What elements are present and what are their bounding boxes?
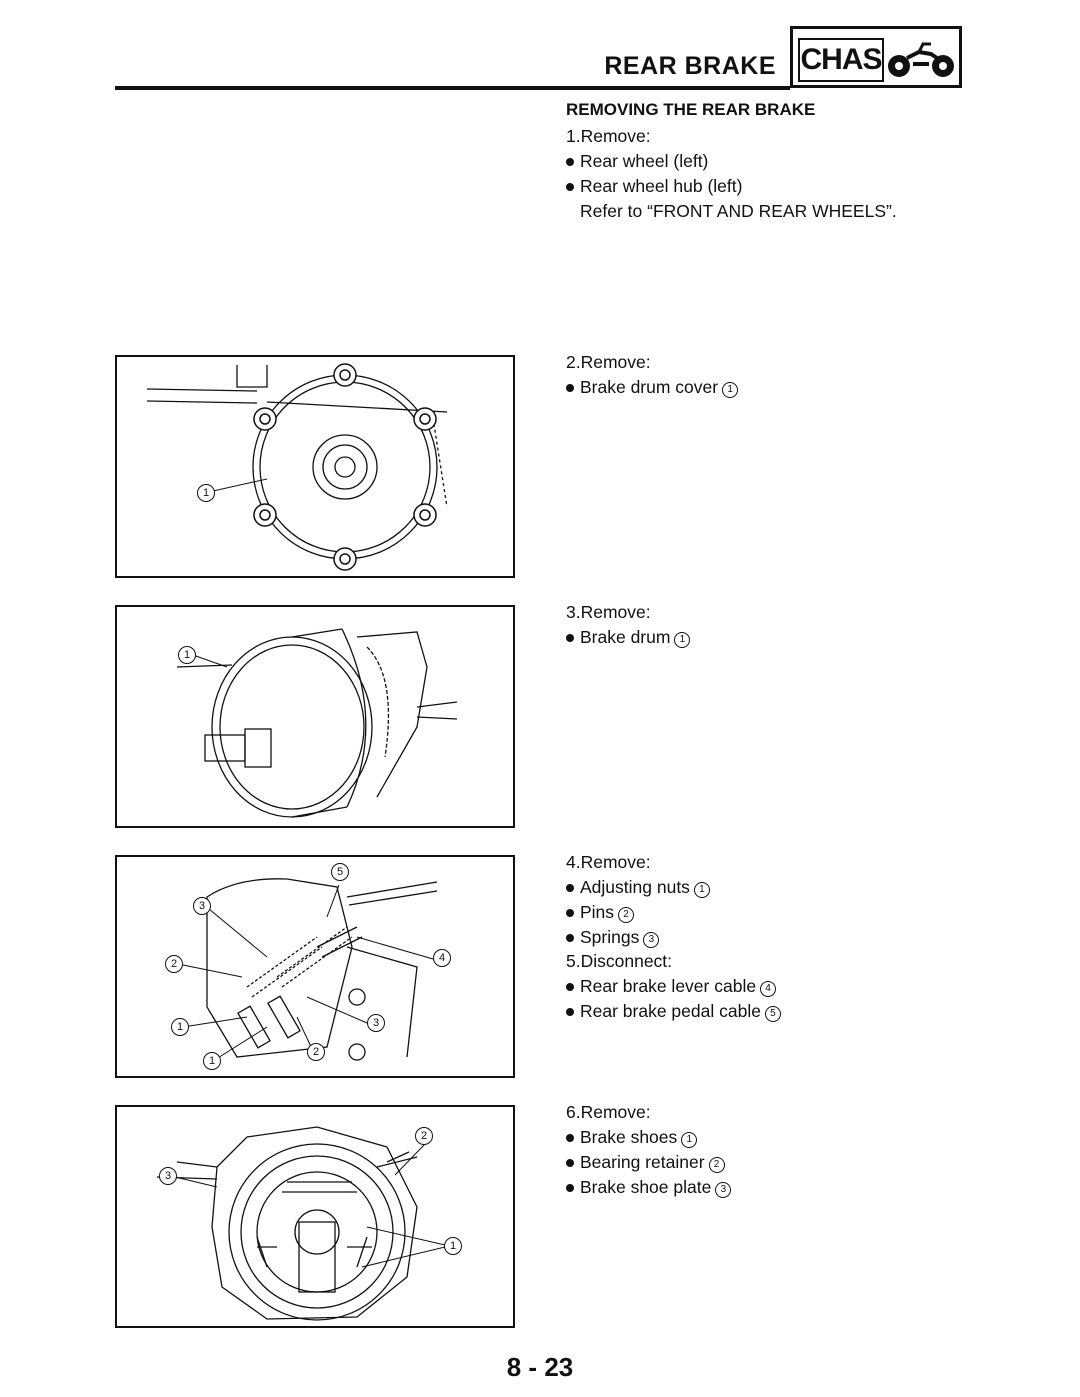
figure-brake-shoes: 2 3 1 xyxy=(115,1105,515,1328)
callout-5: 5 xyxy=(331,863,349,881)
callout-1: 1 xyxy=(444,1237,462,1255)
callout-1: 1 xyxy=(178,646,196,664)
brake-shoes-illustration xyxy=(156,1126,446,1321)
callout-3: 3 xyxy=(367,1014,385,1032)
step-1-item-2: Rear wheel hub (left) xyxy=(566,176,742,197)
callout-1: 1 xyxy=(197,484,215,502)
chas-badge-label: CHAS xyxy=(798,38,884,82)
atv-icon xyxy=(888,42,954,77)
callout-2: 2 xyxy=(415,1127,433,1145)
step-5-label: 5.Disconnect: xyxy=(566,951,673,971)
callout-2: 2 xyxy=(165,955,183,973)
step-1-label: 1.Remove: xyxy=(566,126,651,146)
brake-cables-illustration xyxy=(182,878,438,1062)
brake-drum-cover-illustration xyxy=(146,363,448,571)
section-title: REMOVING THE REAR BRAKE xyxy=(566,100,816,119)
step-6-label: 6.Remove: xyxy=(566,1102,651,1122)
callout-3: 3 xyxy=(193,897,211,915)
header-rule xyxy=(115,86,790,90)
callout-3: 3 xyxy=(159,1167,177,1185)
callout-2: 2 xyxy=(307,1043,325,1061)
callout-4: 4 xyxy=(433,949,451,967)
step-2-label: 2.Remove: xyxy=(566,352,651,372)
page-number: 8 - 23 xyxy=(506,1352,574,1382)
step-1-item-1: Rear wheel (left) xyxy=(566,151,708,172)
step-1-reference: Refer to “FRONT AND REAR WHEELS”. xyxy=(580,201,897,221)
figure-brake-drum-cover: 1 xyxy=(115,355,515,578)
brake-drum-illustration xyxy=(176,628,458,818)
callout-1: 1 xyxy=(171,1018,189,1036)
figure-brake-cables: 5 3 2 4 1 3 1 2 xyxy=(115,855,515,1078)
section-header-title: REAR BRAKE xyxy=(604,52,776,80)
step-3-label: 3.Remove: xyxy=(566,602,651,622)
figure-brake-drum: 1 xyxy=(115,605,515,828)
chas-badge xyxy=(790,26,962,88)
callout-1: 1 xyxy=(203,1052,221,1070)
step-4-label: 4.Remove: xyxy=(566,852,651,872)
